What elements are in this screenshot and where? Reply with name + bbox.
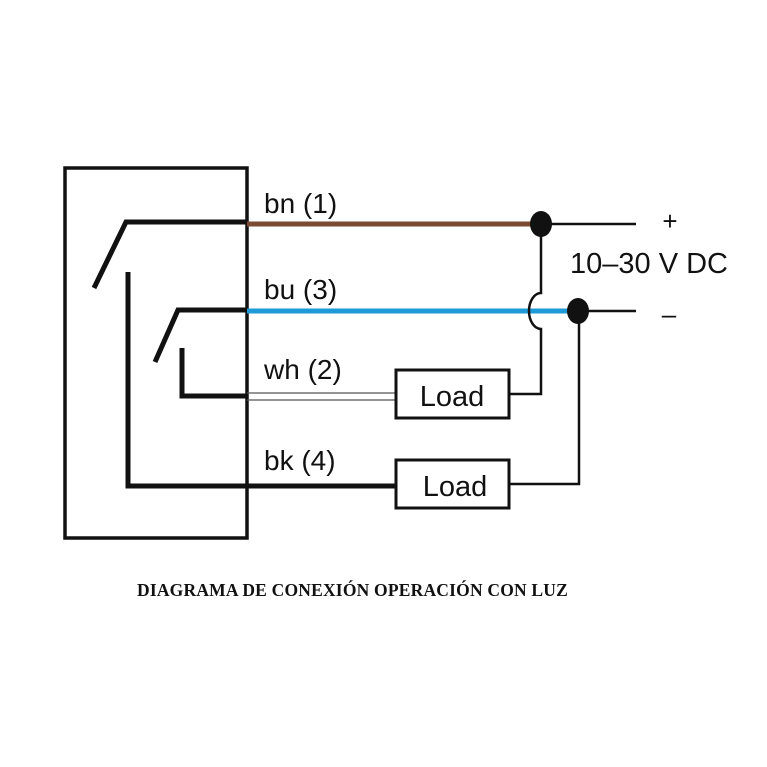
supply-minus-sign: – bbox=[662, 299, 677, 329]
sensor-housing bbox=[63, 166, 249, 540]
wire-label-wh: wh (2) bbox=[263, 354, 342, 385]
wire-label-bn: bn (1) bbox=[264, 188, 337, 219]
load-box-lower bbox=[394, 458, 511, 510]
junction-dot-plus bbox=[530, 211, 552, 237]
wire-label-bk: bk (4) bbox=[264, 445, 336, 476]
load-box-upper bbox=[394, 368, 511, 420]
load-label-lower: Load bbox=[423, 471, 488, 503]
supply-plus-sign: + bbox=[662, 206, 677, 236]
upper-load-return bbox=[509, 224, 543, 396]
switch-contact-upper bbox=[91, 219, 247, 290]
wire-label-bu: bu (3) bbox=[264, 274, 337, 305]
switch-contact-lower bbox=[152, 307, 247, 364]
switch-common-wh bbox=[179, 348, 247, 399]
supply-voltage-label: 10–30 V DC bbox=[570, 248, 728, 280]
lower-load-return bbox=[509, 311, 581, 486]
load-label-upper: Load bbox=[420, 381, 485, 413]
junction-dot-minus bbox=[567, 298, 589, 324]
switch-common-left bbox=[125, 272, 247, 489]
diagram-caption: DIAGRAMA DE CONEXIÓN OPERACIÓN CON LUZ bbox=[136, 580, 569, 600]
